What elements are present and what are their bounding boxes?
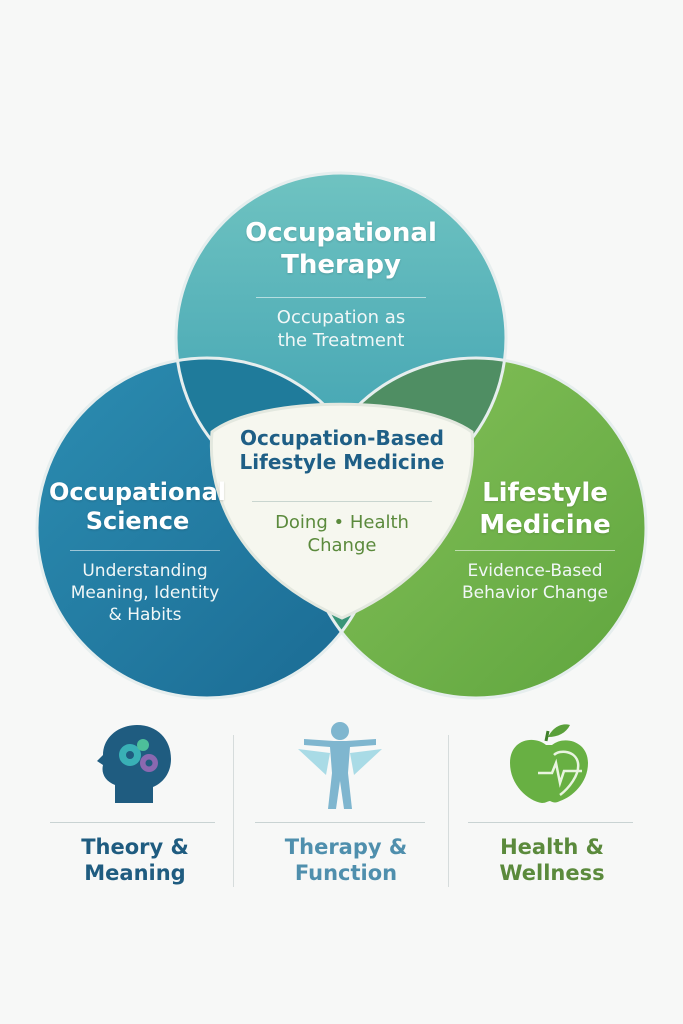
icon-divider-theory — [50, 822, 215, 823]
left-title-line1: Occupational — [48, 478, 226, 506]
left-sub-line1: Understanding — [82, 561, 208, 581]
top-circle-divider — [256, 297, 426, 298]
center-title: Occupation-Based Lifestyle Medicine — [222, 426, 462, 475]
center-sub-line2: Change — [307, 535, 377, 557]
center-divider — [252, 501, 432, 502]
left-sub-line2: Meaning, Identity — [70, 583, 220, 604]
left-circle-divider — [70, 550, 220, 551]
label-health-wellness: Health & Wellness — [467, 834, 637, 887]
health-line2: Wellness — [499, 861, 605, 886]
venn-diagram — [35, 171, 648, 700]
right-sub-line2: Behavior Change — [462, 583, 608, 604]
center-title-line2: Lifestyle Medicine — [239, 450, 445, 475]
left-circle-title: Occupational Science — [45, 478, 230, 537]
apple-heart-icon — [510, 724, 588, 803]
vertical-divider-1 — [233, 735, 234, 887]
person-figure-icon — [298, 722, 382, 809]
top-sub-line2: the Treatment — [277, 330, 405, 352]
icon-col-theory — [55, 715, 215, 819]
label-therapy-function: Therapy & Function — [261, 834, 431, 887]
theory-line2: Meaning — [84, 861, 186, 886]
top-title-line2: Therapy — [281, 249, 401, 280]
top-title-line1: Occupational — [245, 218, 437, 248]
right-title-line2: Medicine — [479, 509, 611, 540]
theory-line1: Theory & — [81, 835, 189, 859]
top-sub-line1: Occupation as — [276, 307, 406, 328]
vertical-divider-2 — [448, 735, 449, 887]
left-sub-line3: & Habits — [108, 605, 182, 626]
therapy-line2: Function — [294, 861, 398, 886]
icon-col-health — [468, 715, 628, 819]
left-title-line2: Science — [85, 507, 190, 536]
head-gears-icon — [97, 725, 171, 803]
icon-divider-health — [468, 822, 633, 823]
therapy-line1: Therapy & — [284, 835, 408, 859]
left-circle-subtitle: Understanding Meaning, Identity & Habits — [55, 560, 235, 626]
center-sub-line1: Doing • Health — [275, 512, 409, 533]
center-title-line1: Occupation-Based — [240, 426, 444, 450]
health-line1: Health & — [500, 835, 604, 859]
right-circle-title: Lifestyle Medicine — [465, 478, 625, 541]
top-circle-title: Occupational Therapy — [221, 218, 461, 281]
icon-divider-therapy — [255, 822, 425, 823]
icon-col-therapy — [260, 715, 420, 819]
center-subtitle: Doing • Health Change — [232, 511, 452, 558]
right-circle-divider — [455, 550, 615, 551]
top-circle-subtitle: Occupation as the Treatment — [221, 306, 461, 353]
center-shield — [209, 402, 475, 620]
right-circle-subtitle: Evidence-Based Behavior Change — [445, 560, 625, 604]
label-theory-meaning: Theory & Meaning — [50, 834, 220, 887]
right-title-line1: Lifestyle — [482, 478, 608, 508]
right-sub-line1: Evidence-Based — [467, 561, 603, 581]
